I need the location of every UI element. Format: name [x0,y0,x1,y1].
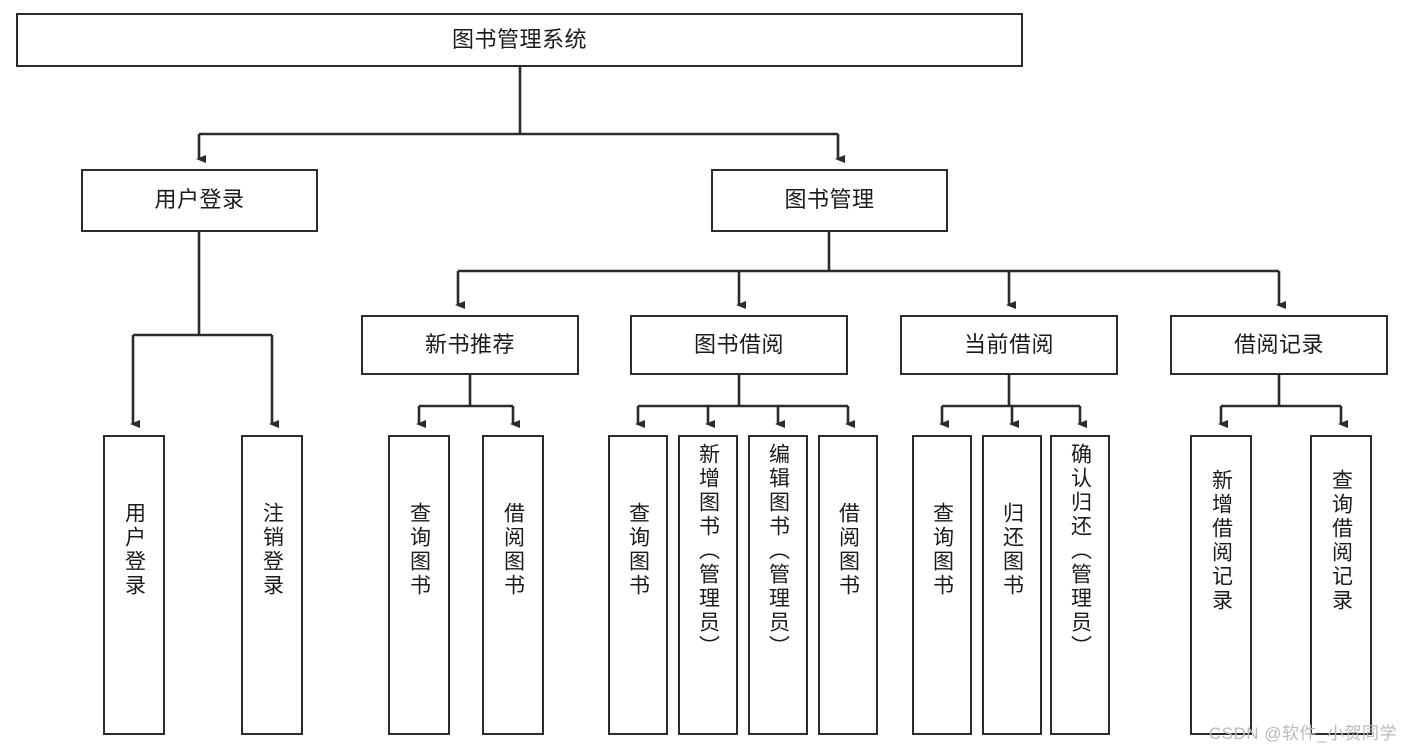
node-root[interactable]: 图书管理系统 [16,13,1023,67]
node-root-label: 图书管理系统 [451,26,587,52]
node-leaf-confirm-return-admin-label: 确认归还（管理员） [1068,443,1092,659]
node-user-login-label: 用户登录 [154,187,245,213]
node-leaf-query-book-1[interactable]: 查询图书 [388,435,450,735]
node-leaf-user-logout-label: 注销登录 [260,502,284,598]
node-leaf-borrow-book-1[interactable]: 借阅图书 [482,435,544,735]
node-new-book-recommend[interactable]: 新书推荐 [361,315,579,375]
node-leaf-add-borrow-record[interactable]: 新增借阅记录 [1190,435,1252,735]
node-leaf-query-borrow-record-label: 查询借阅记录 [1329,469,1353,613]
node-current-borrow-label: 当前借阅 [963,331,1054,357]
node-leaf-query-borrow-record[interactable]: 查询借阅记录 [1310,435,1372,735]
node-current-borrow[interactable]: 当前借阅 [900,315,1118,375]
node-leaf-query-book-1-label: 查询图书 [407,502,431,598]
node-leaf-return-book-label: 归还图书 [1000,502,1024,598]
node-leaf-confirm-return-admin[interactable]: 确认归还（管理员） [1050,435,1110,735]
node-book-manage-label: 图书管理 [784,187,875,213]
node-leaf-borrow-book-2-label: 借阅图书 [836,502,860,598]
node-leaf-query-book-3-label: 查询图书 [930,502,954,598]
node-borrow-record[interactable]: 借阅记录 [1170,315,1388,375]
node-leaf-add-borrow-record-label: 新增借阅记录 [1209,469,1233,613]
node-book-borrow-label: 图书借阅 [693,331,784,357]
node-leaf-edit-book-admin-label: 编辑图书（管理员） [766,443,790,659]
node-leaf-user-logout[interactable]: 注销登录 [241,435,303,735]
node-leaf-edit-book-admin[interactable]: 编辑图书（管理员） [748,435,808,735]
node-leaf-query-book-3[interactable]: 查询图书 [912,435,972,735]
node-new-book-recommend-label: 新书推荐 [424,331,515,357]
node-user-login[interactable]: 用户登录 [81,169,318,232]
node-leaf-return-book[interactable]: 归还图书 [982,435,1042,735]
node-book-manage[interactable]: 图书管理 [711,169,948,232]
node-leaf-user-login-label: 用户登录 [122,502,146,598]
csdn-watermark: CSDN @软件_小贺同学 [1208,724,1397,743]
node-leaf-user-login[interactable]: 用户登录 [103,435,165,735]
node-book-borrow[interactable]: 图书借阅 [630,315,848,375]
node-borrow-record-label: 借阅记录 [1233,331,1324,357]
node-leaf-add-book-admin[interactable]: 新增图书（管理员） [678,435,738,735]
node-leaf-query-book-2-label: 查询图书 [626,502,650,598]
node-leaf-borrow-book-1-label: 借阅图书 [501,502,525,598]
node-leaf-add-book-admin-label: 新增图书（管理员） [696,443,720,659]
node-leaf-query-book-2[interactable]: 查询图书 [608,435,668,735]
node-leaf-borrow-book-2[interactable]: 借阅图书 [818,435,878,735]
